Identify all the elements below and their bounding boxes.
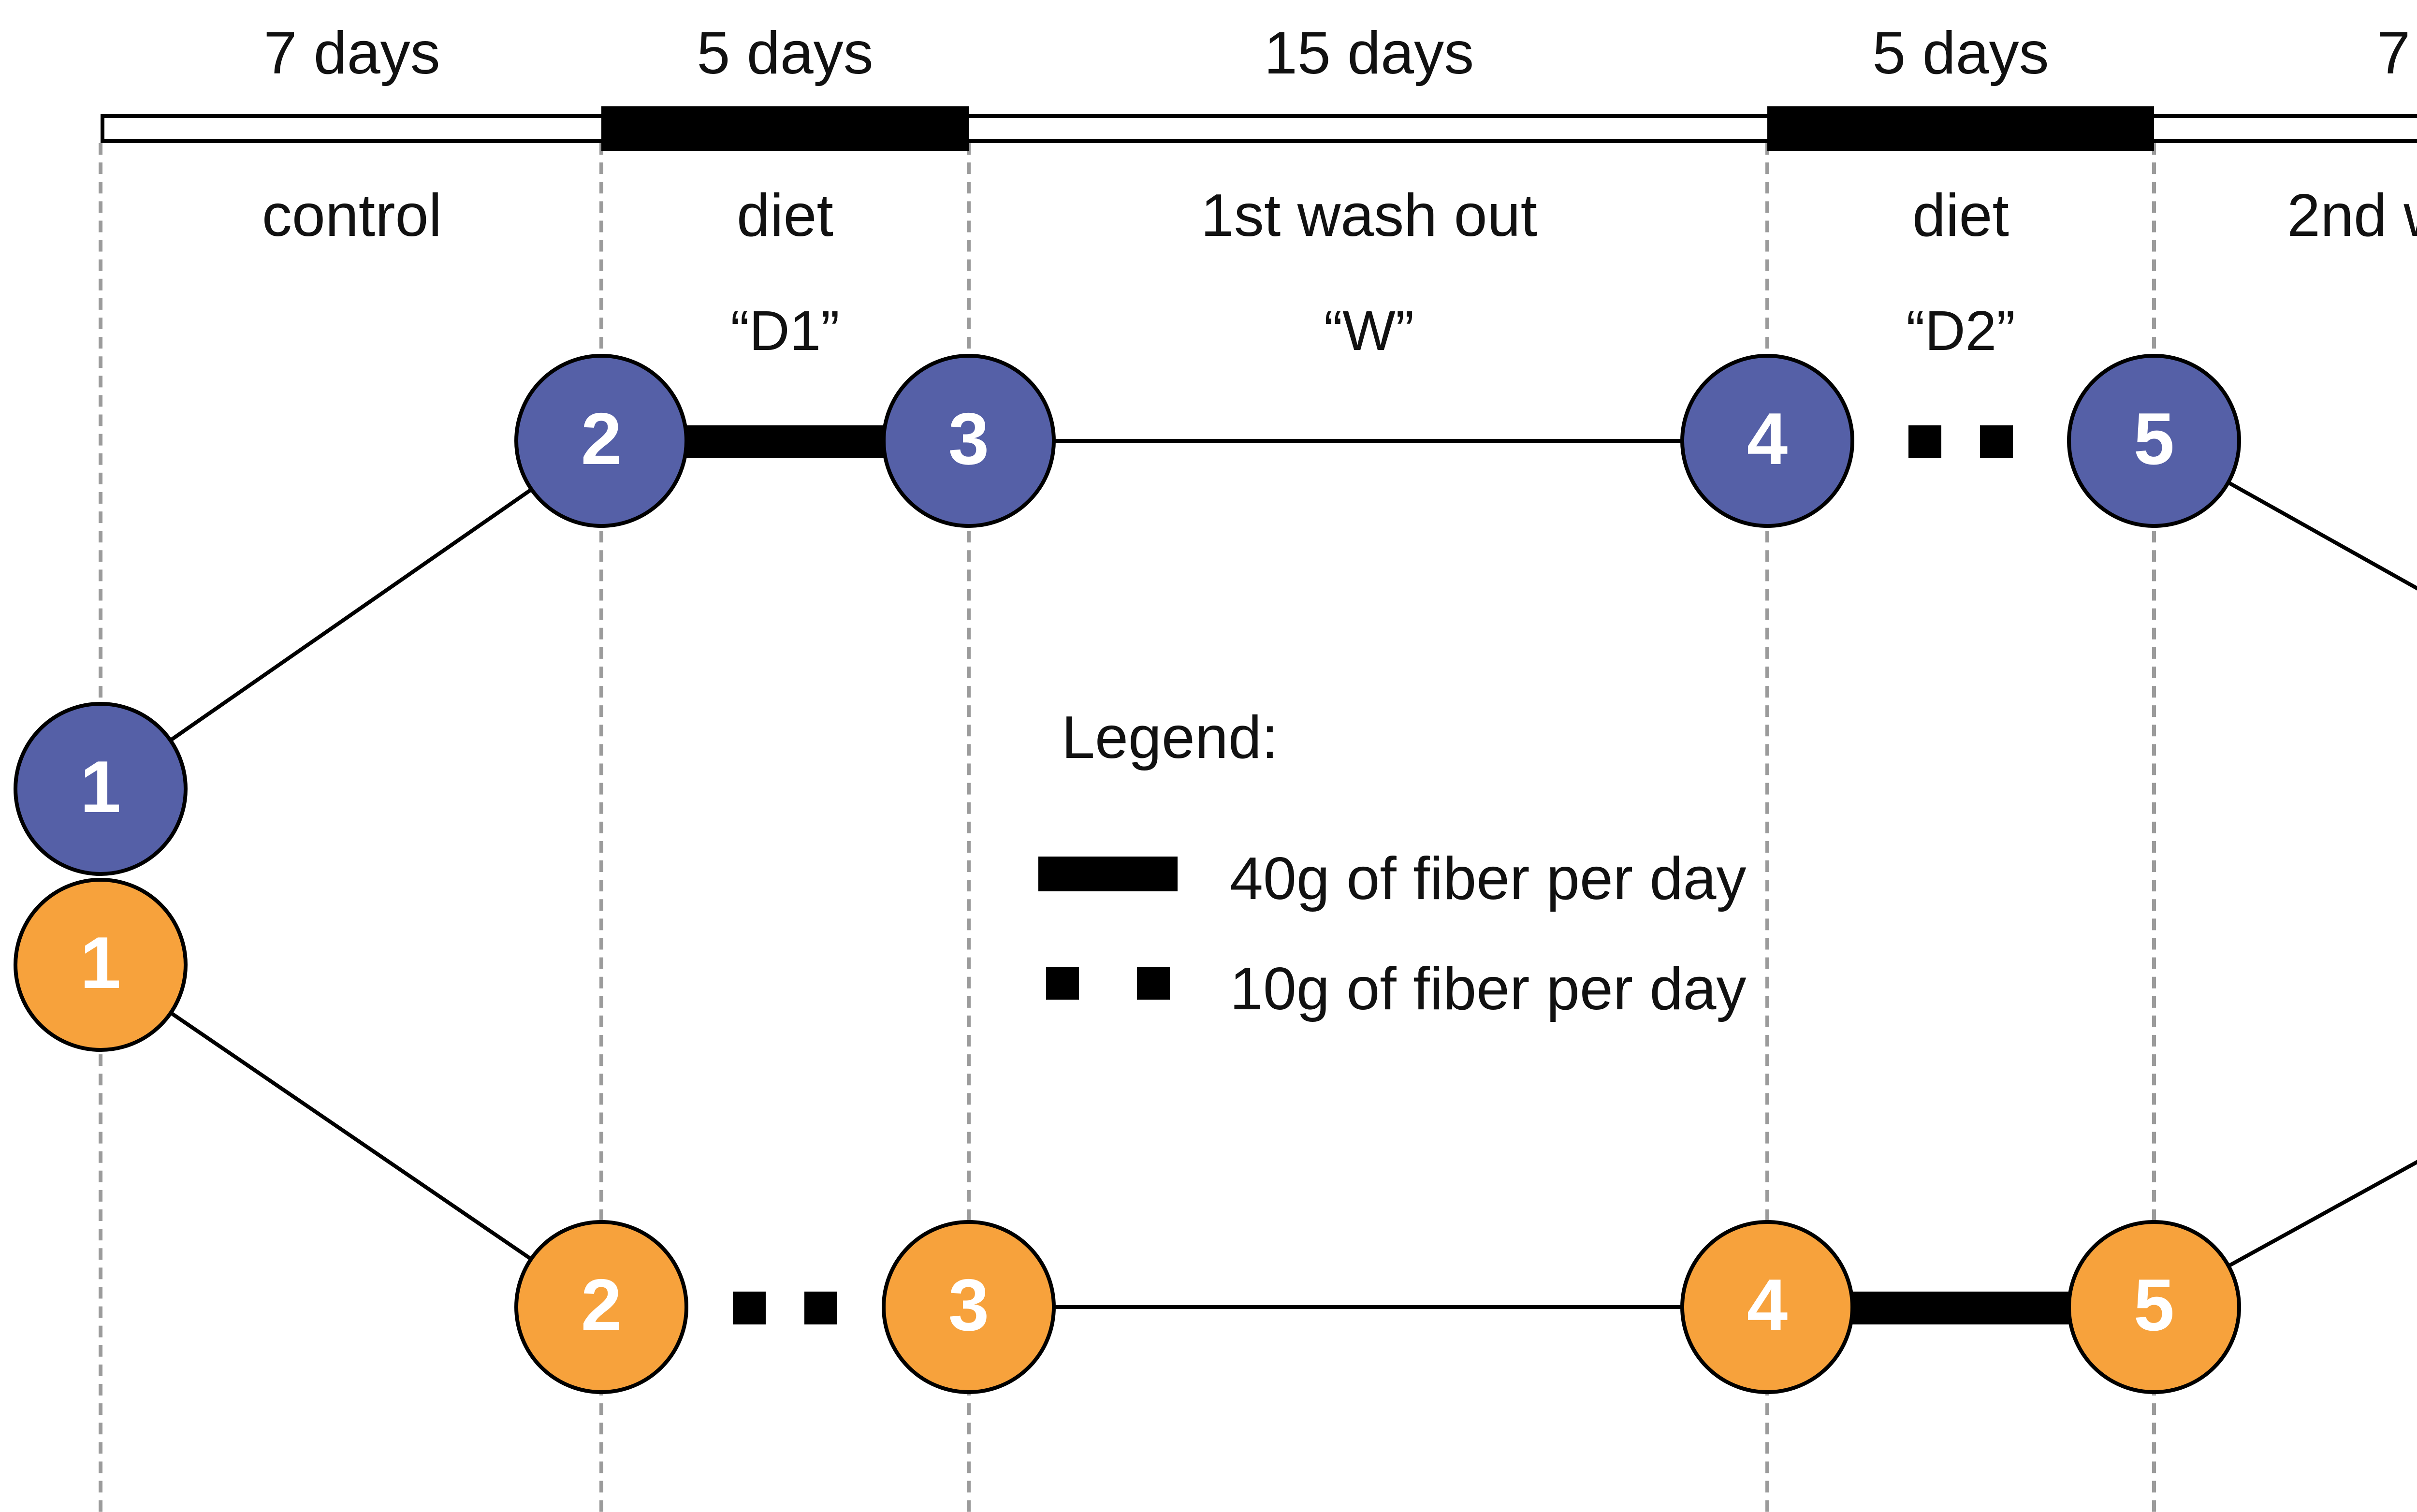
period-code-w: “W”: [1324, 302, 1414, 363]
period-code-d1: “D1”: [730, 302, 840, 363]
node-orange-3: 3: [882, 1220, 1056, 1394]
diet-segment-d1: [601, 106, 969, 151]
node-label: 1: [80, 923, 121, 1004]
legend-swatch-40g-bar: [1038, 857, 1178, 891]
fiber-10g-square: [804, 1292, 837, 1324]
legend-swatch-10g-square: [1046, 967, 1079, 1000]
node-label: 5: [2133, 399, 2175, 480]
duration-label: 5 days: [697, 19, 874, 87]
node-label: 3: [948, 399, 990, 480]
node-orange-4: 4: [1680, 1220, 1854, 1394]
fiber-10g-square: [1980, 425, 2013, 458]
phase-label: diet: [737, 182, 833, 249]
legend-swatch-10g-square: [1137, 967, 1170, 1000]
node-orange-2: 2: [514, 1220, 688, 1394]
phase-label: 2nd wash out: [2287, 182, 2417, 249]
duration-label: 15 days: [1264, 19, 1474, 87]
legend-title: Legend:: [1062, 704, 1279, 771]
node-blue-5: 5: [2067, 354, 2241, 528]
node-blue-4: 4: [1680, 354, 1854, 528]
phase-label: 1st wash out: [1200, 182, 1538, 249]
duration-label: 7 days: [263, 19, 440, 87]
node-orange-1: 1: [14, 878, 188, 1052]
node-blue-3: 3: [882, 354, 1056, 528]
node-label: 2: [581, 1265, 622, 1347]
phase-label: control: [262, 182, 442, 249]
node-blue-2: 2: [514, 354, 688, 528]
node-label: 4: [1747, 1265, 1788, 1347]
legend-item-label: 40g of fiber per day: [1230, 845, 1747, 913]
diet-segment-d2: [1767, 106, 2154, 151]
node-label: 3: [948, 1265, 990, 1347]
node-label: 4: [1747, 399, 1788, 480]
node-blue-1: 1: [14, 702, 188, 876]
duration-label: 7 days: [2377, 19, 2417, 87]
fiber-10g-square: [1908, 425, 1941, 458]
phase-label: diet: [1912, 182, 2009, 249]
fiber-10g-square: [733, 1292, 766, 1324]
dashed-gridline: [599, 143, 603, 1512]
node-label: 1: [80, 747, 121, 829]
dashed-gridline: [2152, 143, 2156, 1512]
dashed-gridline: [1765, 143, 1769, 1512]
legend-item-label: 10g of fiber per day: [1230, 955, 1747, 1023]
node-orange-5: 5: [2067, 1220, 2241, 1394]
duration-label: 5 days: [1872, 19, 2049, 87]
node-label: 2: [581, 399, 622, 480]
dashed-gridline: [967, 143, 971, 1512]
period-code-d2: “D2”: [1906, 302, 2015, 363]
node-label: 5: [2133, 1265, 2175, 1347]
